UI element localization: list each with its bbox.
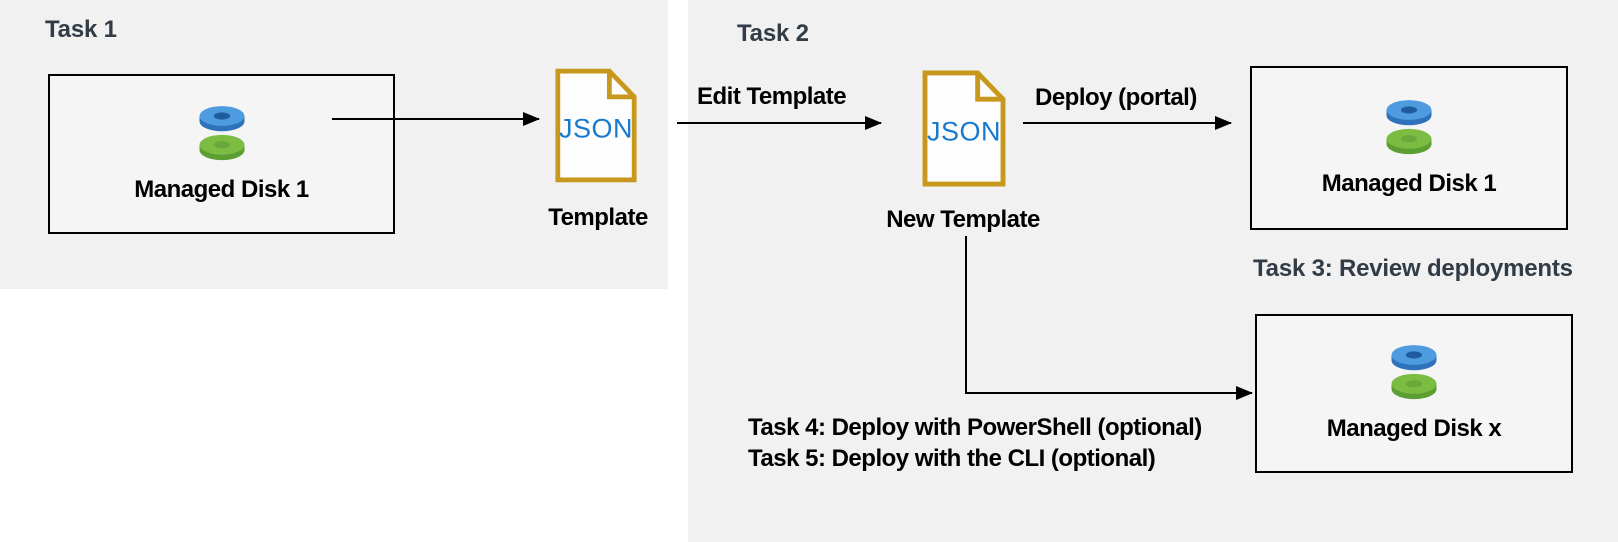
json-file-type-text: JSON	[558, 113, 634, 144]
task4-annotation: Task 4: Deploy with PowerShell (optional…	[748, 414, 1202, 441]
managed-disk-x-box: Managed Disk x	[1255, 314, 1573, 473]
managed-disk-1-deployed-box: Managed Disk 1	[1250, 66, 1568, 230]
new-template-json-file-icon: JSON	[920, 69, 1008, 188]
deploy-portal-arrow-label: Deploy (portal)	[1035, 84, 1197, 111]
managed-disk-1-source-box: Managed Disk 1	[48, 74, 395, 234]
task1-heading: Task 1	[45, 16, 117, 43]
template-caption: Template	[548, 204, 648, 231]
document-outline-icon	[555, 68, 637, 183]
edit-template-arrow-label: Edit Template	[697, 83, 847, 110]
managed-disk-icon	[1382, 99, 1436, 157]
managed-disk-x-label: Managed Disk x	[1326, 415, 1502, 442]
task2-heading: Task 2	[737, 20, 809, 47]
template-json-file-icon: JSON	[554, 65, 638, 186]
task5-annotation: Task 5: Deploy with the CLI (optional)	[748, 445, 1156, 472]
managed-disk-1-deployed-label: Managed Disk 1	[1321, 169, 1497, 197]
json-file-type-text: JSON	[926, 116, 1002, 147]
task3-annotation: Task 3: Review deployments	[1253, 255, 1573, 282]
new-template-caption: New Template	[886, 206, 1040, 233]
managed-disk-icon	[1387, 344, 1441, 402]
document-outline-icon	[922, 70, 1006, 187]
managed-disk-1-label: Managed Disk 1	[134, 175, 309, 203]
managed-disk-icon	[195, 105, 249, 163]
optional-tasks-annotation: Task 4: Deploy with PowerShell (optional…	[748, 412, 1202, 474]
